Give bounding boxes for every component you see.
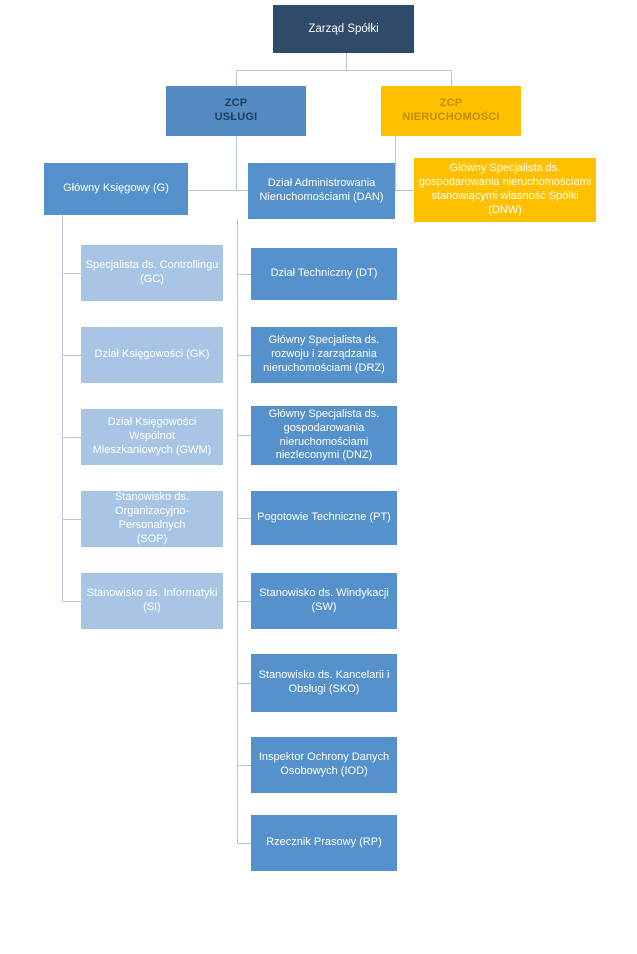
- node-label: Pogotowie Techniczne (PT): [257, 511, 391, 524]
- connector-line: [188, 190, 248, 191]
- node-label: Stanowisko ds. Informatyki (SI): [86, 587, 218, 613]
- connector-line: [62, 215, 63, 602]
- connector-line: [237, 435, 251, 436]
- node-label: Stanowisko ds. Kancelarii i Obsługi (SKO…: [258, 669, 390, 695]
- node-label: Stanowisko ds. Windykacji (SW): [259, 587, 389, 613]
- node-drz: Główny Specjalista ds. rozwoju i zarządz…: [251, 327, 397, 383]
- node-gk: Dział Księgowości (GK): [81, 327, 223, 383]
- node-sw: Stanowisko ds. Windykacji (SW): [251, 573, 397, 629]
- node-sop: Stanowisko ds. Organizacyjno-Personalnyc…: [81, 491, 223, 547]
- node-label: Zarząd Spółki: [308, 22, 379, 35]
- connector-line: [62, 355, 81, 356]
- connector-line: [62, 519, 81, 520]
- node-label: Dział Księgowości (GK): [94, 348, 210, 361]
- node-label: Stanowisko ds. Organizacyjno-Personalnyc…: [115, 491, 189, 545]
- node-label-line2: NIERUCHOMOŚCI: [402, 111, 500, 123]
- node-zarzad-spolki: Zarząd Spółki: [273, 5, 414, 53]
- node-label: Główny Specjalista ds. gospodarowania ni…: [268, 407, 380, 462]
- node-label-line1: ZCP: [439, 97, 463, 110]
- node-label: Specjalista ds. Controllingu (GC): [85, 259, 219, 285]
- node-label: Główny Specjalista ds. gospodarowania ni…: [418, 162, 592, 216]
- connector-line: [451, 70, 452, 86]
- node-label: Rzecznik Prasowy (RP): [266, 836, 382, 849]
- connector-line: [237, 518, 251, 519]
- connector-line: [237, 274, 251, 275]
- node-iod: Inspektor Ochrony Danych Osobowych (IOD): [251, 737, 397, 793]
- node-si: Stanowisko ds. Informatyki (SI): [81, 573, 223, 629]
- connector-line: [395, 136, 396, 190]
- node-pt: Pogotowie Techniczne (PT): [251, 491, 397, 545]
- node-label: Dział Księgowości Wspólnot Mieszkaniowyc…: [92, 416, 212, 456]
- node-gwm: Dział Księgowości Wspólnot Mieszkaniowyc…: [81, 409, 223, 465]
- node-label: Główny Księgowy (G): [63, 182, 169, 195]
- connector-line: [236, 70, 237, 86]
- connector-line: [237, 843, 251, 844]
- connector-line: [62, 437, 81, 438]
- node-label-line2: USŁUGI: [214, 111, 258, 123]
- node-label: Główny Specjalista ds. rozwoju i zarządz…: [263, 334, 385, 374]
- node-rp: Rzecznik Prasowy (RP): [251, 815, 397, 871]
- connector-line: [62, 601, 81, 602]
- node-dnz: Główny Specjalista ds. gospodarowania ni…: [251, 406, 397, 465]
- connector-line: [237, 219, 238, 844]
- connector-line: [236, 136, 237, 190]
- connector-line: [236, 70, 452, 71]
- node-label: Dział Techniczny (DT): [270, 267, 378, 280]
- node-sko: Stanowisko ds. Kancelarii i Obsługi (SKO…: [251, 654, 397, 712]
- node-glowny-ksiegowy: Główny Księgowy (G): [44, 163, 188, 215]
- connector-line: [237, 765, 251, 766]
- node-dnw: Główny Specjalista ds. gospodarowania ni…: [414, 158, 596, 222]
- connector-line: [237, 601, 251, 602]
- node-label-line1: ZCP: [224, 97, 248, 110]
- connector-line: [395, 190, 414, 191]
- node-label: Inspektor Ochrony Danych Osobowych (IOD): [258, 751, 390, 777]
- node-dzial-administrowania-dan: Dział Administrowania Nieruchomościami (…: [248, 163, 395, 219]
- node-label: Dział Administrowania Nieruchomościami (…: [259, 177, 384, 203]
- connector-line: [346, 53, 347, 71]
- connector-line: [237, 683, 251, 684]
- node-dt: Dział Techniczny (DT): [251, 248, 397, 300]
- node-gc: Specjalista ds. Controllingu (GC): [81, 245, 223, 301]
- connector-line: [62, 273, 81, 274]
- connector-line: [237, 355, 251, 356]
